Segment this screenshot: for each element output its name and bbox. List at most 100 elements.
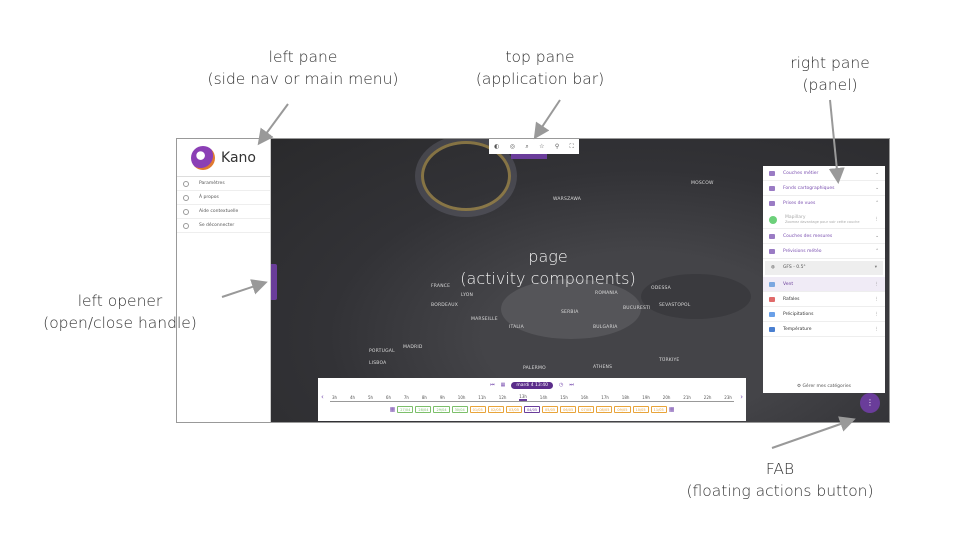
forecast-layer[interactable]: Vent⋮: [763, 277, 885, 292]
hour-tick[interactable]: 19h: [642, 394, 650, 400]
layer-icon: [769, 326, 775, 332]
fab-button[interactable]: ⋮: [860, 393, 880, 413]
day-chip[interactable]: 06/05: [560, 406, 577, 413]
search-icon[interactable]: ⌕: [525, 142, 529, 150]
annotation-title: left opener: [77, 292, 163, 310]
more-icon[interactable]: ⋮: [874, 296, 880, 302]
day-chip[interactable]: 08/05: [596, 406, 613, 413]
clock-icon[interactable]: ◷: [559, 382, 564, 388]
forecast-layer[interactable]: Température⋮: [763, 322, 885, 337]
left-opener[interactable]: [271, 264, 277, 300]
chevron-down-icon: ⌄: [875, 170, 879, 176]
layers-icon[interactable]: ◐: [494, 143, 500, 150]
hour-tick[interactable]: 20h: [662, 394, 671, 400]
next-icon[interactable]: ›: [740, 393, 743, 401]
map-label: MARSEILLE: [471, 317, 498, 322]
hour-tick[interactable]: 21h: [683, 394, 691, 400]
section-mesures[interactable]: Couches des mesures⌄: [763, 229, 885, 244]
mapillary-icon: [769, 215, 777, 224]
hour-tick[interactable]: 15h: [560, 394, 568, 400]
day-chip[interactable]: 05/05: [542, 406, 559, 413]
layer-icon: [769, 296, 775, 302]
forecast-layer[interactable]: Précipitations⋮: [763, 307, 885, 322]
hour-tick[interactable]: 17h: [601, 394, 609, 400]
calendar-start-icon[interactable]: ▦: [389, 406, 396, 413]
day-chip[interactable]: 29/04: [433, 406, 450, 413]
section-prises-de-vues[interactable]: Prises de vues⌃: [763, 196, 885, 211]
sidebar-item[interactable]: Se déconnecter: [177, 219, 270, 233]
hour-tick[interactable]: 18h: [621, 394, 630, 400]
prev-icon[interactable]: ‹: [321, 393, 324, 401]
more-icon[interactable]: ⋮: [874, 281, 880, 287]
day-chip[interactable]: 01/05: [469, 406, 486, 413]
map-label: BORDEAUX: [431, 303, 459, 308]
last-icon[interactable]: ⏭: [569, 382, 574, 388]
section-couches-metier[interactable]: Couches métier⌄: [763, 166, 885, 181]
day-chip[interactable]: 04/05: [523, 406, 541, 413]
hour-tick[interactable]: 22h: [703, 394, 712, 400]
current-date[interactable]: mardi 4 13:40: [511, 381, 554, 389]
hour-tick[interactable]: 4h: [349, 394, 356, 400]
star-icon[interactable]: ☆: [539, 143, 545, 150]
more-vert-icon: ⋮: [866, 398, 874, 407]
calendar-icon[interactable]: ▦: [500, 382, 506, 388]
hour-tick[interactable]: 9h: [439, 394, 445, 400]
camera-icon: [769, 201, 775, 206]
sidebar-item[interactable]: À propos: [177, 191, 270, 205]
annotation-right-pane: right pane(panel): [790, 52, 870, 96]
fullscreen-icon[interactable]: ⛶: [569, 142, 574, 150]
annotation-title: page: [528, 247, 568, 266]
gear-icon: ⚙: [796, 384, 803, 389]
hour-tick[interactable]: 5h: [367, 394, 374, 400]
layer-icon: [769, 281, 775, 287]
forecast-layer[interactable]: Rafales⋮: [763, 292, 885, 307]
chevron-down-icon: ⌄: [875, 233, 879, 239]
day-chip[interactable]: 09/05: [614, 406, 631, 413]
more-icon[interactable]: ⋮: [874, 217, 880, 222]
day-chip[interactable]: 03/05: [505, 406, 522, 413]
day-chip[interactable]: 02/05: [487, 406, 504, 413]
hour-tick[interactable]: 3h: [332, 394, 338, 400]
layer-title: Mapillary: [785, 215, 806, 220]
map-label: LYON: [461, 293, 474, 298]
tools-icon[interactable]: ⚲: [554, 143, 560, 150]
top-pane-handle[interactable]: [511, 154, 547, 159]
hour-tick[interactable]: 6h: [385, 394, 391, 400]
layer-icon: [769, 311, 775, 317]
sidebar-item[interactable]: Aide contextuelle: [177, 205, 270, 219]
pin-icon: [769, 233, 775, 239]
manage-categories-button[interactable]: ⚙ Gérer mes catégories: [763, 384, 885, 389]
map-label: ITALIA: [509, 325, 524, 330]
day-chip[interactable]: 30/04: [451, 406, 468, 413]
hour-tick[interactable]: 16h: [580, 394, 589, 400]
hour-tick[interactable]: 10h: [457, 394, 466, 400]
more-icon[interactable]: ⋮: [874, 326, 880, 332]
map-label: WARSZAWA: [553, 197, 582, 202]
hour-tick[interactable]: 13h: [519, 393, 527, 401]
annotation-left-opener: left opener(open/close handle): [43, 290, 197, 334]
more-icon[interactable]: ⋮: [874, 311, 880, 317]
sidebar-item[interactable]: Paramètres: [177, 177, 270, 191]
section-fonds[interactable]: Fonds cartographiques⌄: [763, 181, 885, 196]
annotation-left-pane: left pane(side nav or main menu): [208, 46, 399, 90]
day-chip[interactable]: 27/04: [397, 406, 414, 413]
day-chip[interactable]: 07/05: [578, 406, 595, 413]
hour-tick[interactable]: 14h: [539, 394, 548, 400]
calendar-end-icon[interactable]: ▦: [668, 406, 675, 413]
model-select[interactable]: ◍GFS - 0.5°▾: [765, 261, 883, 275]
section-previsions[interactable]: Prévisions météo⌃: [763, 244, 885, 259]
hour-tick[interactable]: 7h: [403, 394, 409, 400]
day-chip[interactable]: 10/05: [632, 406, 649, 413]
day-chip[interactable]: 11/05: [650, 406, 667, 413]
hour-tick[interactable]: 23h: [724, 394, 732, 400]
first-icon[interactable]: ⏮: [490, 382, 495, 388]
locate-icon[interactable]: ◎: [509, 143, 516, 150]
chevron-down-icon: ⌄: [875, 185, 879, 191]
hour-tick[interactable]: 12h: [498, 394, 507, 400]
annotation-page: page(activity components): [460, 246, 635, 290]
hour-tick[interactable]: 11h: [478, 394, 486, 400]
section-label: Prévisions météo: [783, 248, 822, 254]
day-chip[interactable]: 28/04: [415, 406, 432, 413]
hour-tick[interactable]: 8h: [421, 394, 427, 400]
